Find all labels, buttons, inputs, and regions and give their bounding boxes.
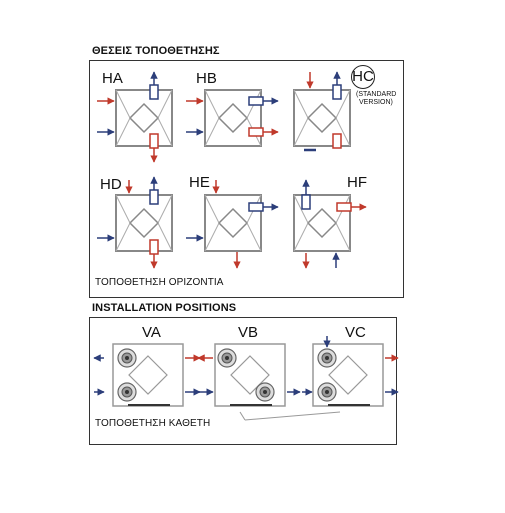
unit-hb-diagram xyxy=(186,89,279,147)
unit-hf-diagram xyxy=(293,179,367,269)
unit-code-vb: VB xyxy=(238,324,259,341)
unit-he-diagram xyxy=(186,180,279,269)
horizontal-positions-frame xyxy=(89,60,404,298)
unit-code-ha: HA xyxy=(102,70,123,87)
unit-code-hd: HD xyxy=(100,176,122,193)
unit-code-va: VA xyxy=(142,324,161,341)
vertical-positions-frame xyxy=(89,317,397,445)
horizontal-installation-label: ΤΟΠΟΘΕΤΗΣΗ ΟΡΙΖΟΝΤΙΑ xyxy=(95,277,224,288)
unit-code-hb: HB xyxy=(196,70,217,87)
unit-va-diagram xyxy=(93,343,201,407)
unit-code-hf: HF xyxy=(347,174,367,191)
unit-code-vc: VC xyxy=(345,324,366,341)
hc-note-line2: VERSION) xyxy=(359,99,393,106)
bottom-section-title: INSTALLATION POSITIONS xyxy=(92,302,237,314)
unit-code-hc: HC xyxy=(351,65,375,89)
unit-vc-diagram xyxy=(302,336,399,407)
unit-vb-diagram xyxy=(197,343,301,407)
unit-hd-diagram xyxy=(97,176,173,269)
unit-hc-diagram xyxy=(293,71,351,152)
hc-note-line1: (STANDARD xyxy=(356,91,397,98)
vertical-installation-label: ΤΟΠΟΘΕΤΗΣΗ ΚΑΘΕΤΗ xyxy=(95,418,211,429)
unit-code-he: HE xyxy=(189,174,210,191)
unit-ha-diagram xyxy=(97,71,173,163)
top-section-title: ΘΕΣΕΙΣ ΤΟΠΟΘΕΤΗΣΗΣ xyxy=(92,45,220,57)
